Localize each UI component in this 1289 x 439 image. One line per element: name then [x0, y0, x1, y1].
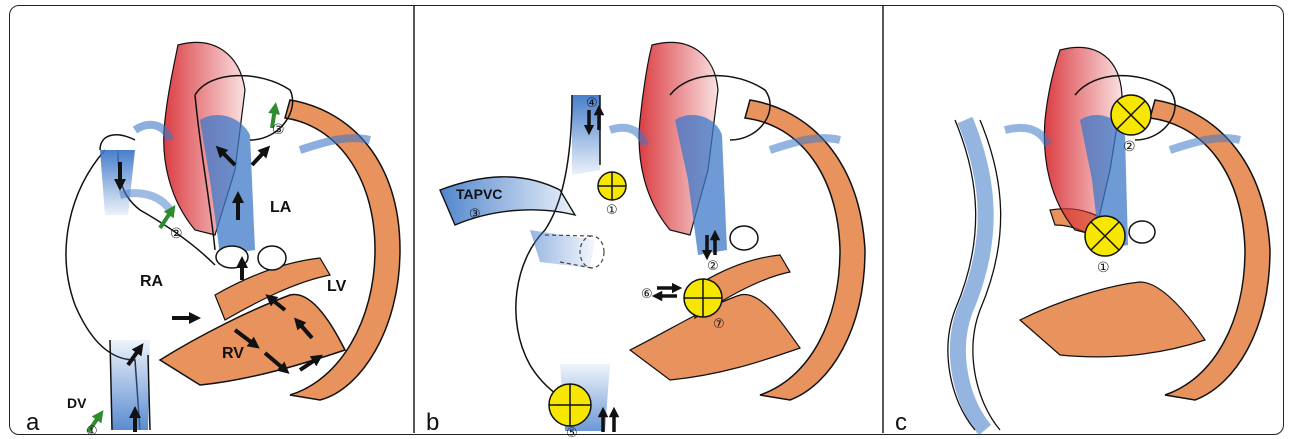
marker-a-1: ①	[86, 424, 98, 439]
occluder-c-2	[1111, 95, 1151, 135]
rv-wall	[160, 294, 345, 385]
mitral-valve	[258, 246, 286, 270]
marker-b-7: ⑦	[713, 317, 725, 332]
label-ra: RA	[140, 273, 164, 290]
lv-wall-c	[1150, 100, 1270, 400]
marker-b-6: ⑥	[641, 287, 653, 302]
marker-b-1: ①	[606, 203, 618, 218]
marker-b-3: ③	[469, 207, 481, 222]
label-rv: RV	[222, 345, 244, 362]
panel-c: ② ① c	[895, 47, 1270, 436]
valve-b	[730, 226, 758, 250]
occluder-c-1	[1085, 216, 1125, 256]
marker-c-1: ①	[1097, 260, 1110, 276]
marker-b-4: ④	[586, 96, 598, 111]
panel-b: TAPVC ③ ④ ① ② ⑥ ⑦ ⑤ b	[426, 42, 865, 439]
marker-c-2: ②	[1123, 139, 1136, 155]
panel-a: RA LA LV RV DV ① ② ③ a	[26, 42, 400, 439]
marker-a-3: ③	[272, 122, 285, 138]
valve-c	[1129, 221, 1155, 243]
marker-b-5: ⑤	[566, 426, 578, 439]
occluder-b-7	[684, 279, 722, 317]
panel-letter-b: b	[426, 409, 439, 436]
rv-wall-c	[1020, 282, 1205, 357]
svc	[100, 150, 135, 215]
marker-a-2: ②	[170, 226, 183, 242]
label-dv: DV	[67, 395, 87, 411]
systemic-vein-c	[958, 120, 986, 430]
marker-b-2: ②	[707, 259, 719, 274]
label-tapvc: TAPVC	[456, 186, 502, 202]
occluder-b-1	[598, 172, 626, 200]
ivc	[110, 340, 150, 430]
occluder-b-5	[549, 384, 591, 426]
panel-letter-a: a	[26, 409, 40, 436]
panel-letter-c: c	[895, 409, 907, 436]
label-la: LA	[270, 199, 292, 216]
label-lv: LV	[327, 278, 347, 295]
